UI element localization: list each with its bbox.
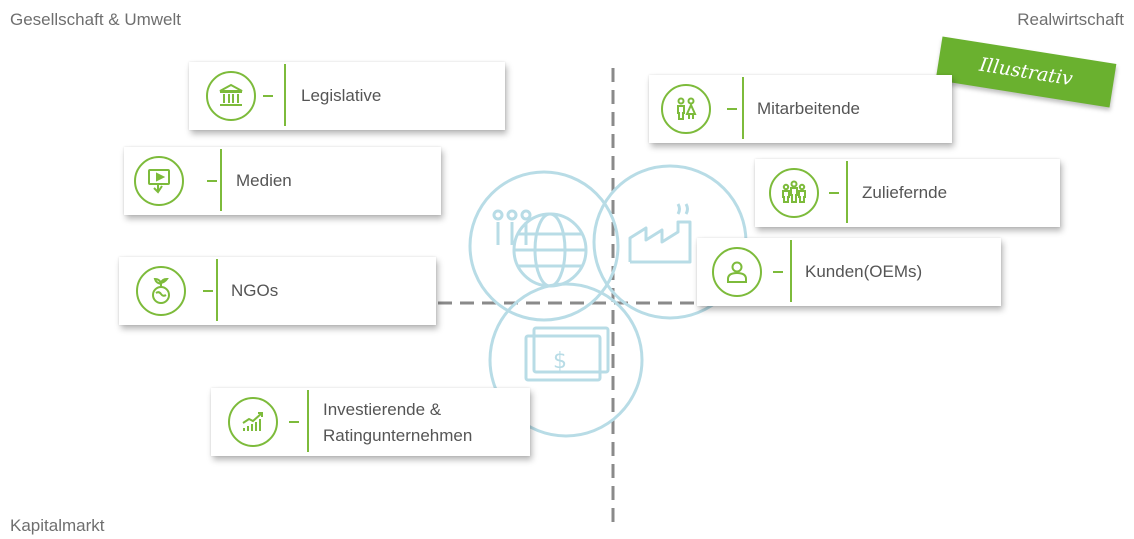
earth-plant-icon [136,266,186,316]
stakeholder-card-ngos: NGOs [119,257,436,325]
corner-label-capital-market: Kapitalmarkt [10,516,105,535]
media-screen-icon [134,156,184,206]
money-icon: $ [488,282,644,438]
stakeholder-label: Kunden(OEMs) [805,262,923,281]
stakeholder-label-line2: Ratingunternehmen [323,426,473,445]
society-globe-icon [468,170,620,322]
stakeholder-label: NGOs [231,281,279,300]
corner-label-society: Gesellschaft & Umwelt [10,10,181,29]
stakeholder-card-employees: Mitarbeitende [649,75,952,143]
stakeholder-card-suppliers: Zuliefernde [755,159,1060,227]
stakeholder-label: Zuliefernde [862,183,948,202]
stakeholder-label: Legislative [301,86,382,105]
customer-icon [712,247,762,297]
people-group-icon [769,168,819,218]
svg-text:$: $ [553,349,567,374]
stakeholder-label-line1: Investierende & [323,400,442,419]
stakeholder-card-investors: Investierende & Ratingunternehmen [211,388,530,456]
government-building-icon [206,71,256,121]
stakeholder-label: Medien [236,171,292,190]
stakeholder-card-customers: Kunden(OEMs) [697,238,1001,306]
growth-chart-icon [228,397,278,447]
people-icon [661,84,711,134]
stakeholder-label: Mitarbeitende [757,99,861,118]
stakeholder-card-legislative: Legislative [189,62,505,130]
stakeholder-card-media: Medien [124,147,441,215]
corner-label-real-economy: Realwirtschaft [1017,10,1124,29]
